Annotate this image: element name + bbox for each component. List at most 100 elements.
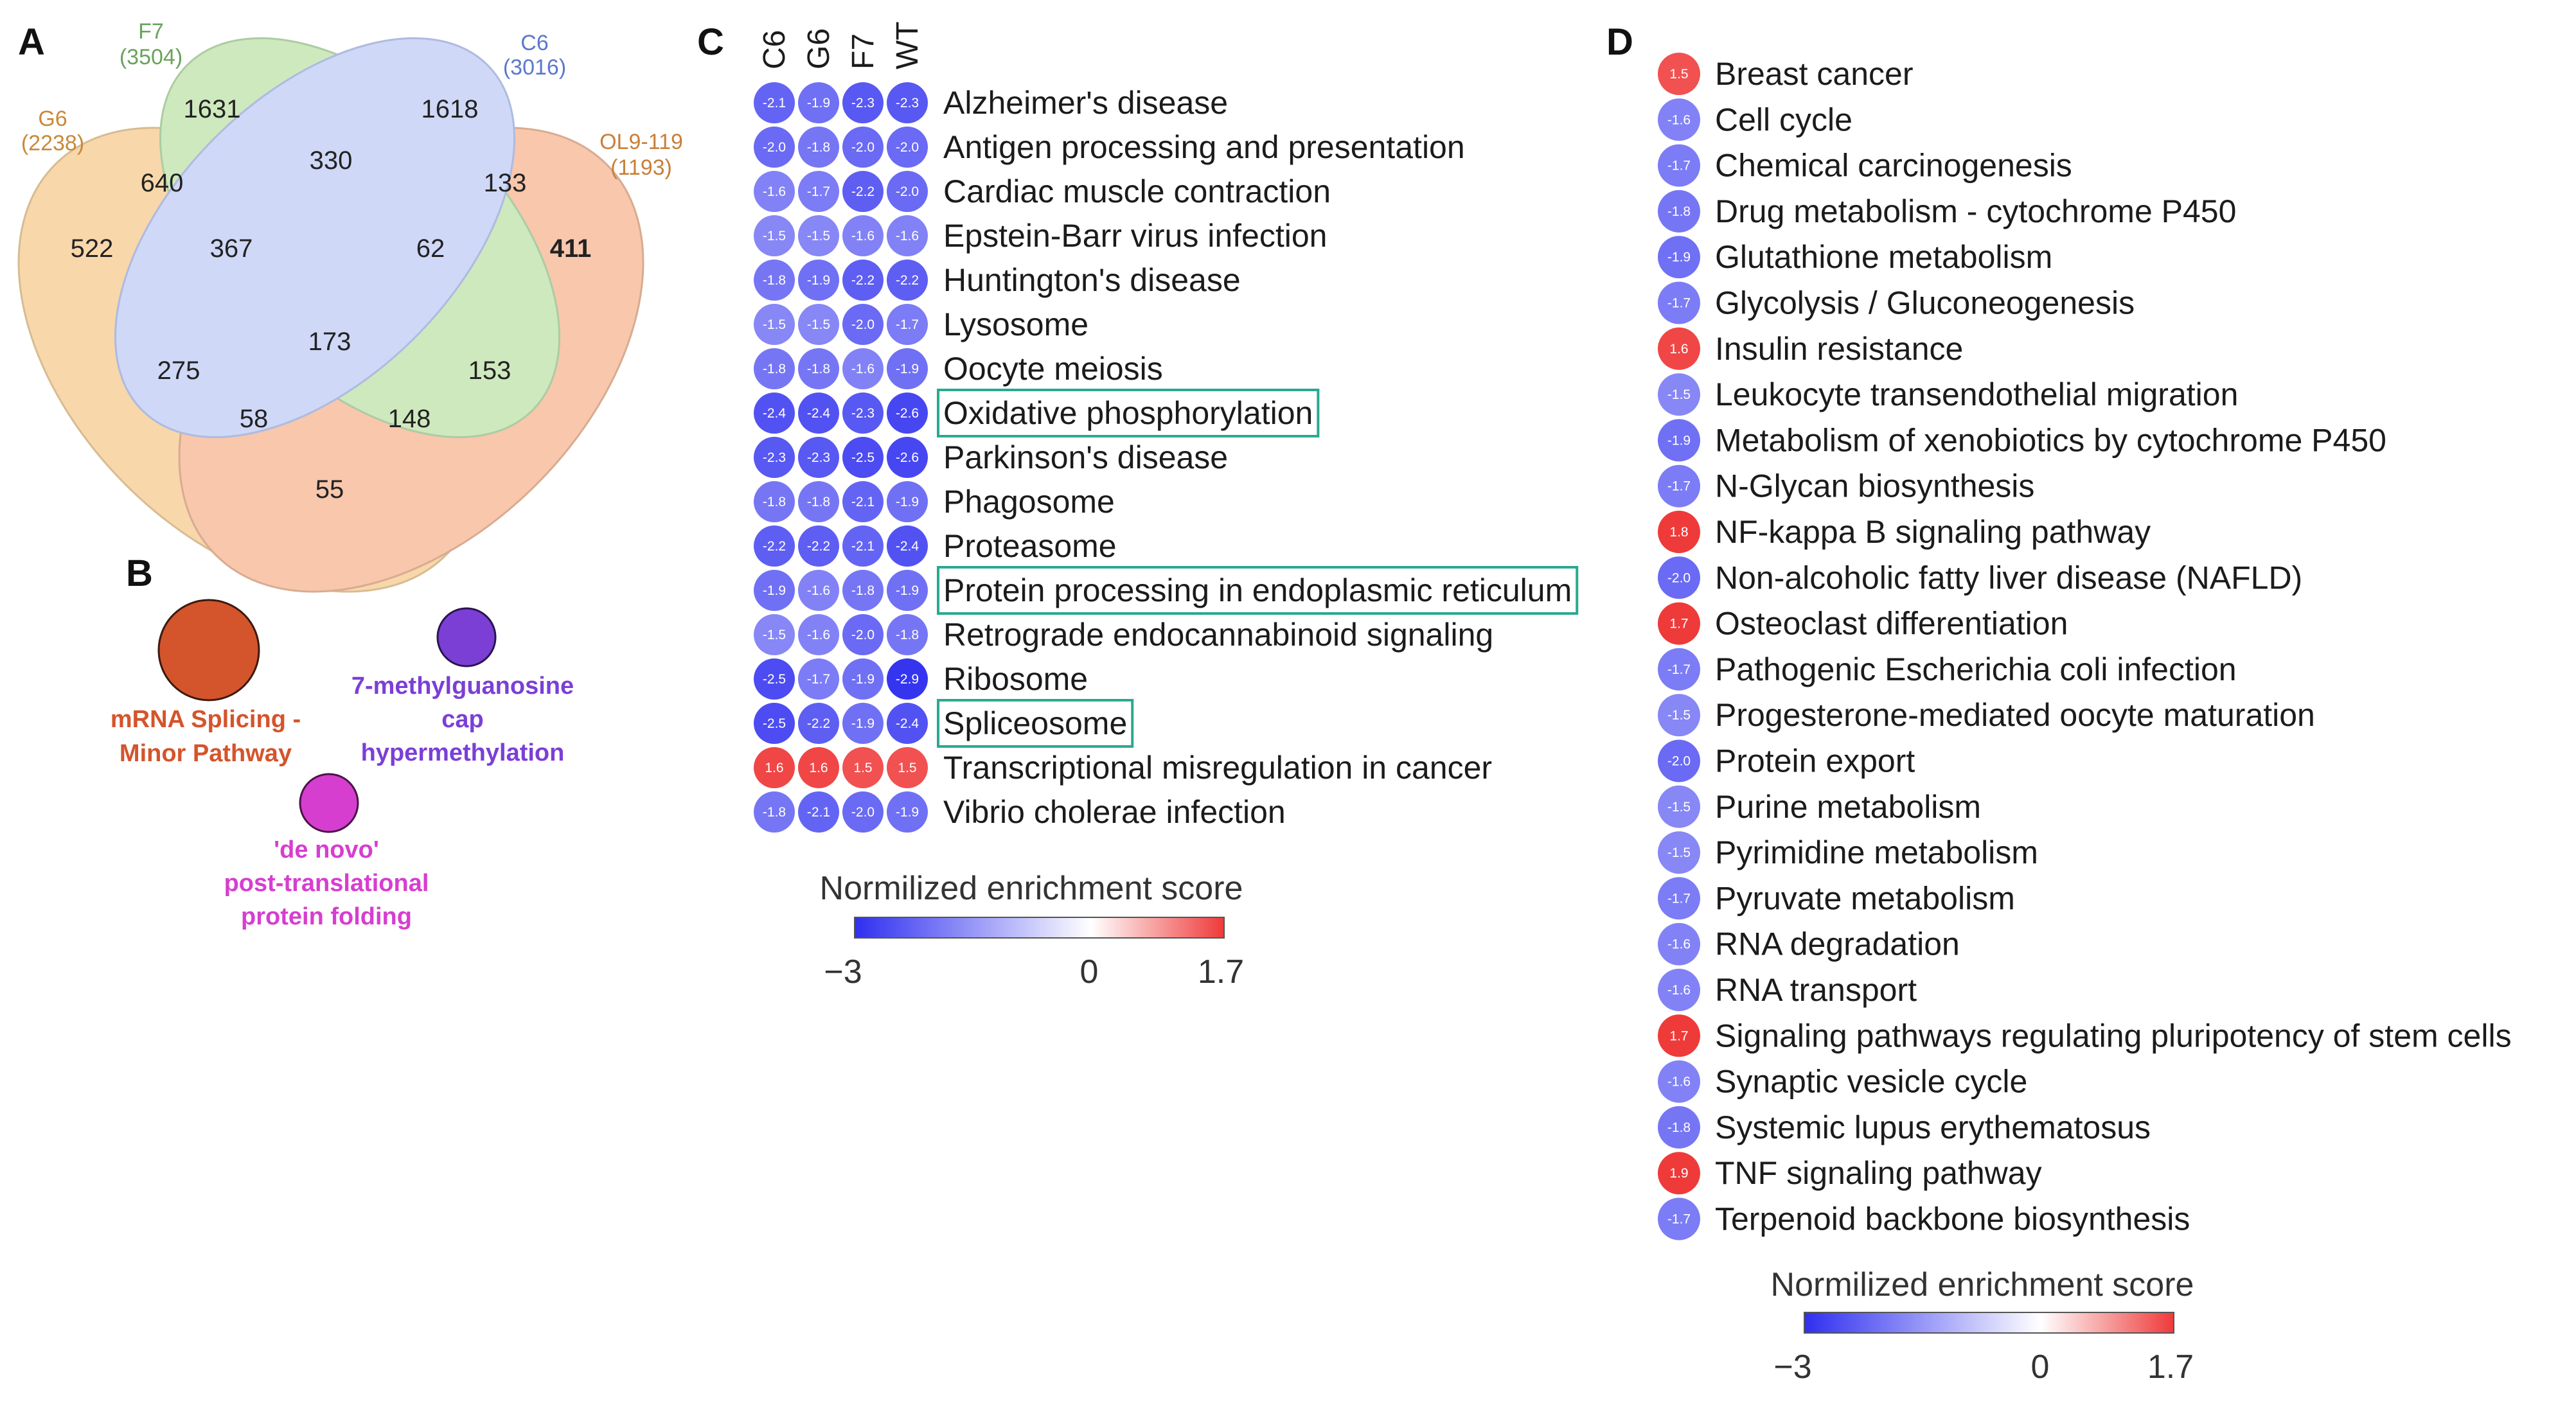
- heatmap-dot: [798, 215, 839, 256]
- heatmap-dot: [1658, 419, 1700, 462]
- heatmap-dot-value: 1.8: [1669, 525, 1688, 540]
- heatmap-dot: [887, 127, 928, 168]
- heatmap-dot-value: -1.5: [1667, 845, 1691, 860]
- heatmap-dot: [1658, 602, 1700, 645]
- panel-d-label: D: [1606, 21, 1633, 63]
- heatmap-dot-value: -1.6: [807, 583, 830, 598]
- node-7mg-cap-label-3: hypermethylation: [361, 739, 565, 766]
- heatmap-dot: [798, 304, 839, 345]
- pathway-label: Lysosome: [943, 306, 1088, 342]
- pathway-label: Glycolysis / Gluconeogenesis: [1715, 285, 2135, 321]
- heatmap-dot: [798, 171, 839, 212]
- heatmap-dot: [842, 614, 884, 655]
- pathway-label: Antigen processing and presentation: [943, 129, 1465, 165]
- heatmap-dot: [754, 658, 795, 700]
- heatmap-dot: [1658, 464, 1700, 507]
- heatmap-dot-value: -1.9: [851, 672, 875, 687]
- heatmap-dot: [1658, 969, 1700, 1011]
- heatmap-dot: [798, 703, 839, 744]
- heatmap-dot: [842, 747, 884, 788]
- pathway-label: Phagosome: [943, 484, 1115, 520]
- pathway-label: Osteoclast differentiation: [1715, 606, 2068, 642]
- pathway-label: Parkinson's disease: [943, 439, 1228, 475]
- heatmap-dot: [798, 481, 839, 522]
- heatmap-dot-value: -2.2: [851, 273, 875, 288]
- heatmap-dot-value: 1.5: [1669, 67, 1688, 82]
- venn-count-g6-c6: 148: [388, 405, 431, 433]
- heatmap-dot: [842, 570, 884, 611]
- venn-ellipse-c6: [114, 37, 515, 438]
- panel-a: A F7 (3504) C6 (3016) G6 (2238) OL9-119 …: [17, 19, 683, 593]
- heatmap-dot-value: -2.2: [763, 539, 786, 554]
- heatmap-dot-value: -2.3: [851, 406, 875, 421]
- heatmap-dot-value: -1.9: [896, 805, 919, 820]
- panel-d-legend: Normilized enrichment score −3 0 1.7: [1771, 1266, 2194, 1386]
- heatmap-dot: [887, 791, 928, 833]
- heatmap-dot-value: -1.8: [807, 495, 830, 509]
- pathway-label: NF-kappa B signaling pathway: [1715, 514, 2151, 550]
- heatmap-dot-value: -1.8: [896, 628, 919, 642]
- heatmap-dot: [754, 570, 795, 611]
- heatmap-dot-value: -1.8: [763, 805, 786, 820]
- heatmap-dot: [1658, 190, 1700, 233]
- heatmap-dot-value: 1.7: [1669, 1028, 1688, 1043]
- heatmap-dot-value: -2.3: [851, 96, 875, 110]
- venn-count-ol9-only: 411: [550, 234, 592, 263]
- heatmap-dot-value: -2.1: [851, 495, 875, 509]
- heatmap-dot-value: -1.9: [1667, 433, 1691, 448]
- panel-c-legend-max: 1.7: [1198, 953, 1244, 991]
- heatmap-dot: [842, 260, 884, 301]
- pathway-label: Chemical carcinogenesis: [1715, 148, 2072, 184]
- heatmap-dot: [887, 437, 928, 478]
- heatmap-dot-value: -1.5: [1667, 800, 1691, 815]
- heatmap-dot: [1658, 831, 1700, 874]
- venn-count-g6-f7: 640: [141, 169, 184, 197]
- panel-c-legend-title: Normilized enrichment score: [820, 870, 1243, 907]
- venn-set-ol9-size: (1193): [610, 155, 672, 180]
- heatmap-dot: [1658, 1152, 1700, 1195]
- heatmap-dot-value: -1.9: [896, 362, 919, 376]
- panel-c-legend-colorbar: [854, 917, 1225, 939]
- heatmap-dot: [1658, 1106, 1700, 1149]
- heatmap-dot-value: -1.8: [1667, 1120, 1691, 1135]
- pathway-label: Transcriptional misregulation in cancer: [943, 750, 1492, 786]
- heatmap-dot: [754, 614, 795, 655]
- heatmap-dot: [1658, 877, 1700, 920]
- node-mrna-splicing-label-2: Minor Pathway: [120, 740, 292, 767]
- heatmap-dot-value: -2.0: [1667, 570, 1691, 585]
- column-header-c6: C6: [758, 30, 792, 69]
- heatmap-dot-value: -2.0: [763, 140, 786, 155]
- heatmap-dot-value: -2.3: [807, 450, 830, 465]
- pathway-label: Alzheimer's disease: [943, 85, 1228, 121]
- panel-d-legend-mid: 0: [2031, 1348, 2050, 1386]
- heatmap-dot-value: -2.4: [896, 716, 919, 731]
- heatmap-dot: [754, 348, 795, 389]
- heatmap-dot-value: -1.7: [1667, 159, 1691, 173]
- heatmap-dot-value: -1.8: [1667, 204, 1691, 219]
- panel-d-legend-min: −3: [1773, 1348, 1811, 1386]
- panel-b-label: B: [126, 552, 153, 594]
- venn-count-f7-c6-ol9: 62: [416, 234, 445, 263]
- heatmap-dot-value: -1.8: [807, 140, 830, 155]
- heatmap-dot-value: -2.1: [763, 96, 786, 110]
- pathway-label: Terpenoid backbone biosynthesis: [1715, 1201, 2190, 1237]
- heatmap-dot-value: -2.0: [896, 140, 919, 155]
- heatmap-dot: [887, 614, 928, 655]
- heatmap-dot: [887, 215, 928, 256]
- heatmap-dot-value: -1.7: [896, 317, 919, 332]
- heatmap-dot-value: -1.6: [1667, 112, 1691, 127]
- heatmap-dot: [798, 747, 839, 788]
- heatmap-dot: [842, 658, 884, 700]
- pathway-label: Ribosome: [943, 661, 1088, 697]
- heatmap-dot: [798, 570, 839, 611]
- column-header-g6: G6: [802, 28, 836, 69]
- heatmap-dot-value: -1.7: [1667, 1212, 1691, 1227]
- column-header-f7: F7: [846, 33, 880, 69]
- heatmap-dot-value: -1.7: [807, 672, 830, 687]
- pathway-label: Metabolism of xenobiotics by cytochrome …: [1715, 422, 2386, 458]
- heatmap-dot-value: -1.6: [807, 628, 830, 642]
- venn-set-c6-name: C6: [520, 31, 548, 55]
- heatmap-dot: [887, 304, 928, 345]
- heatmap-dot: [887, 703, 928, 744]
- heatmap-dot-value: -1.9: [896, 495, 919, 509]
